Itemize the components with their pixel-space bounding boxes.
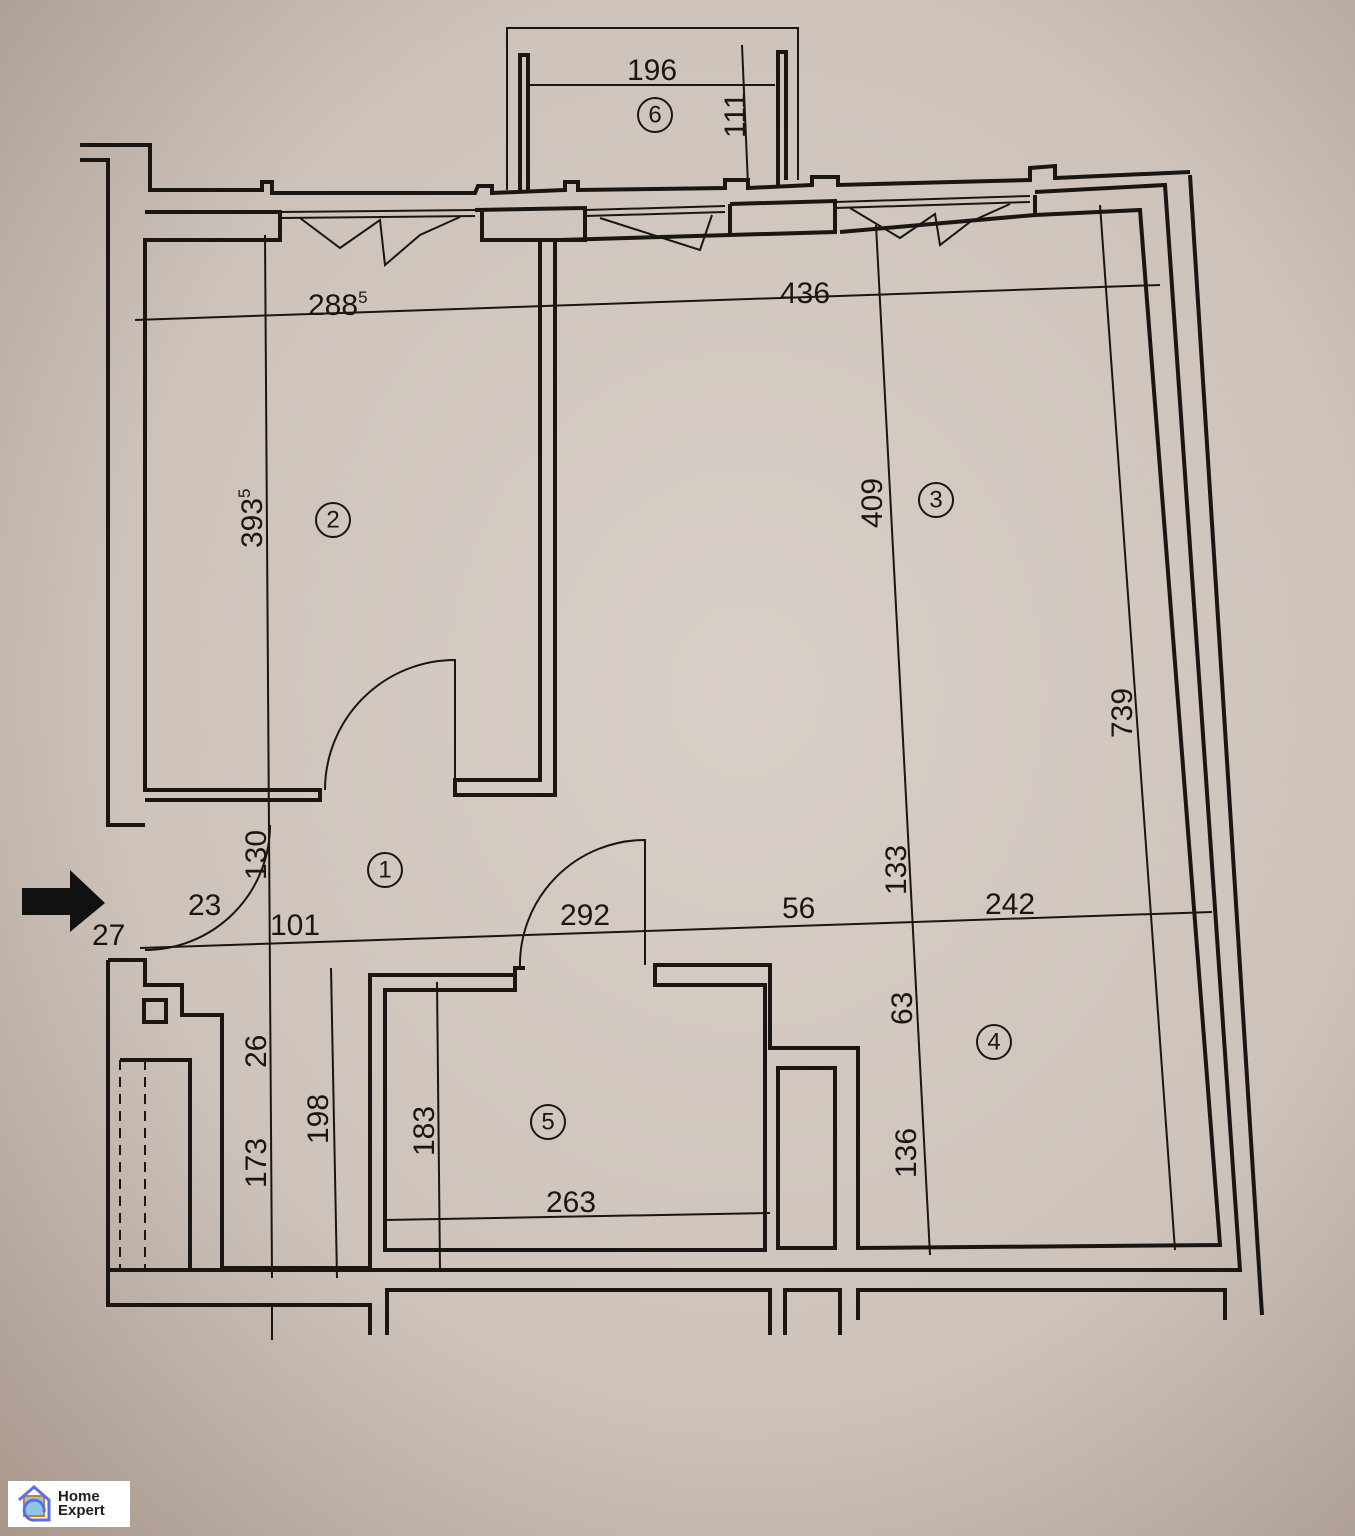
svg-text:1: 1 bbox=[378, 857, 391, 884]
room-5: 5 bbox=[530, 1104, 566, 1140]
svg-text:23: 23 bbox=[188, 889, 221, 922]
svg-text:198: 198 bbox=[302, 1094, 335, 1144]
svg-text:56: 56 bbox=[782, 892, 815, 925]
room-1: 1 bbox=[367, 852, 403, 888]
svg-text:4: 4 bbox=[987, 1029, 1000, 1056]
svg-text:292: 292 bbox=[560, 899, 610, 932]
svg-text:136: 136 bbox=[890, 1128, 923, 1178]
room-2: 2 bbox=[315, 502, 351, 538]
svg-text:2885: 2885 bbox=[308, 288, 368, 322]
entrance-arrow-icon bbox=[22, 870, 105, 932]
svg-text:196: 196 bbox=[627, 54, 677, 87]
svg-text:111: 111 bbox=[719, 92, 752, 138]
svg-text:130: 130 bbox=[240, 830, 273, 880]
svg-text:101: 101 bbox=[270, 909, 320, 942]
svg-text:5: 5 bbox=[541, 1109, 554, 1136]
room-4: 4 bbox=[976, 1024, 1012, 1060]
logo-text-expert: Expert bbox=[58, 1502, 105, 1519]
svg-text:436: 436 bbox=[780, 277, 830, 310]
room-labels: 1 2 3 4 5 6 bbox=[315, 97, 1012, 1140]
svg-text:409: 409 bbox=[856, 478, 889, 528]
doors bbox=[22, 203, 1011, 969]
svg-text:3: 3 bbox=[929, 487, 942, 514]
dimension-labels: 2885 3935 436 409 739 196 111 130 133 27… bbox=[92, 54, 1139, 1219]
svg-text:2: 2 bbox=[326, 507, 339, 534]
svg-text:27: 27 bbox=[92, 919, 125, 952]
svg-text:63: 63 bbox=[886, 992, 919, 1025]
svg-text:242: 242 bbox=[985, 888, 1035, 921]
logo-text-home: Home bbox=[58, 1488, 100, 1505]
svg-text:6: 6 bbox=[648, 102, 661, 129]
svg-text:739: 739 bbox=[1106, 688, 1139, 738]
house-logo-icon bbox=[18, 1485, 51, 1522]
room-6: 6 bbox=[637, 97, 673, 133]
svg-text:133: 133 bbox=[880, 845, 913, 895]
svg-text:183: 183 bbox=[408, 1106, 441, 1156]
dimension-lines bbox=[134, 44, 1213, 1279]
svg-text:263: 263 bbox=[546, 1186, 596, 1219]
svg-text:26: 26 bbox=[240, 1035, 273, 1068]
svg-text:3935: 3935 bbox=[235, 488, 269, 548]
room-3: 3 bbox=[918, 482, 954, 518]
svg-text:173: 173 bbox=[240, 1138, 273, 1188]
